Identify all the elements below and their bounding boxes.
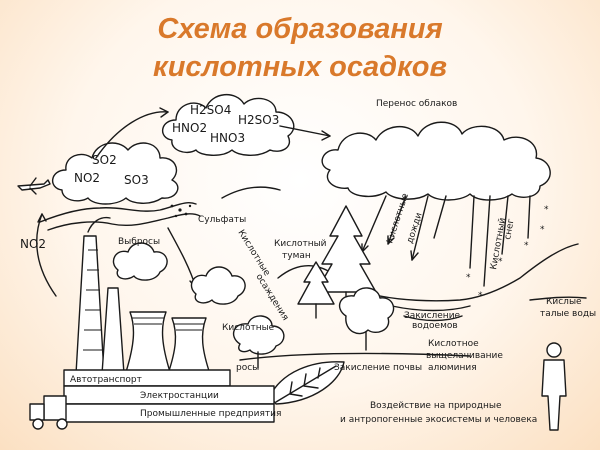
landscape — [239, 243, 587, 361]
svg-text:*: * — [544, 205, 549, 215]
label-acidified-water-2: водоемов — [412, 321, 458, 331]
label-aluminum-1: Кислотное — [428, 339, 479, 349]
label-acid-deposits-1: Кислотные — [235, 228, 271, 278]
cloud-acids — [162, 94, 295, 156]
round-tree — [338, 287, 395, 351]
diagram-title-line-1: Схема образования — [157, 13, 443, 45]
svg-text:*: * — [466, 273, 471, 283]
smoke-plume — [39, 201, 201, 233]
label-acid-dew-1: Кислотные — [222, 323, 275, 333]
label-impact-2: и антропогенные экосистемы и человека — [340, 415, 537, 425]
label-acid-dew-2: росы — [236, 363, 259, 373]
label-acid-meltwater-2: талые воды — [540, 309, 596, 319]
svg-text:*: * — [540, 225, 545, 235]
label-emissions: Выбросы — [118, 237, 160, 247]
label-industry: Промышленные предприятия — [140, 409, 281, 419]
label-transport: Автотранспорт — [70, 375, 142, 385]
svg-text:*: * — [498, 257, 503, 267]
svg-text:*: * — [524, 241, 529, 251]
cloud-so2-no2 — [52, 142, 179, 205]
person-icon — [541, 342, 567, 431]
airplane-icon — [17, 177, 51, 195]
chem-no2-left: NO2 — [20, 237, 46, 251]
diagram-title-line-2: кислотных осадков — [153, 51, 447, 83]
bush-dew — [232, 315, 285, 369]
label-sulfates: Сульфаты — [198, 215, 246, 225]
spruce-tree-small — [297, 261, 335, 319]
label-impact-1: Воздействие на природные — [370, 401, 502, 411]
chem-h2so3: H2SO3 — [238, 113, 279, 127]
smoke-puffs — [112, 242, 246, 305]
label-acidified-water-1: Закисление — [404, 311, 461, 321]
label-acid-fog-2: туман — [282, 251, 311, 261]
tall-chimney — [75, 235, 105, 375]
label-acid-snow-2: снег — [503, 218, 517, 241]
label-aluminum-2: выщелачивание — [426, 351, 503, 361]
cloud-transfer — [321, 121, 551, 201]
chem-so2: SO2 — [92, 153, 117, 167]
label-power-plants: Электростанции — [140, 391, 219, 401]
label-acid-meltwater-1: Кислые — [546, 297, 582, 307]
label-soil-acidification: Закисление почвы — [334, 363, 422, 373]
chem-h2so4: H2SO4 — [190, 103, 231, 117]
chem-no2-cloud: NO2 — [74, 171, 100, 185]
label-acid-fog-1: Кислотный — [274, 239, 327, 249]
label-acid-deposits-2: осаждения — [253, 272, 290, 322]
factory-building — [63, 369, 275, 423]
leaf-icon — [269, 361, 345, 405]
chem-hno3: HNO3 — [210, 131, 245, 145]
acid-rain-lines — [361, 195, 447, 261]
cooling-tower-left — [125, 311, 171, 373]
chem-hno2: HNO2 — [172, 121, 207, 135]
label-acid-rain-2: дожди — [405, 211, 424, 245]
truck-icon — [29, 395, 68, 430]
label-cloud-transfer: Перенос облаков — [376, 99, 457, 109]
chem-so3: SO3 — [124, 173, 149, 187]
short-chimney — [101, 287, 125, 375]
label-aluminum-3: алюминия — [428, 363, 477, 373]
cooling-tower-right — [167, 317, 211, 375]
